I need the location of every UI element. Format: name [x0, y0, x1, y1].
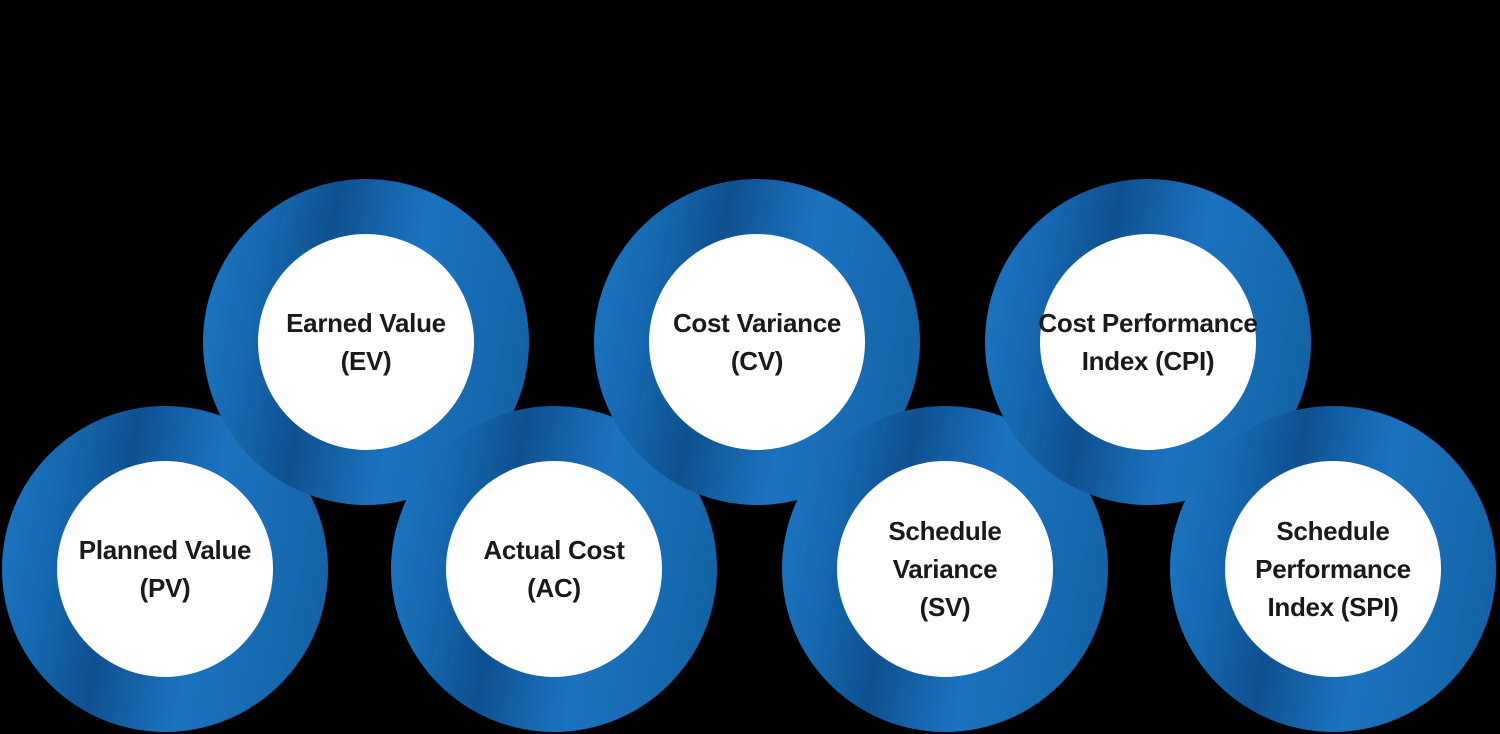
node-label-line: Earned Value	[286, 308, 446, 338]
ring-schedule-performance-index: Schedule Performance Index (SPI)	[1170, 406, 1496, 732]
schedule-variance-circle: Schedule Variance (SV)	[837, 461, 1053, 677]
node-label-line: (SV)	[919, 592, 971, 622]
node-label-line: Cost Performance	[1038, 308, 1258, 338]
ring-schedule-variance: Schedule Variance (SV)	[782, 406, 1108, 732]
node-label-line: Performance	[1255, 554, 1411, 584]
planned-value-circle: Planned Value (PV)	[57, 461, 273, 677]
actual-cost-circle: Actual Cost (AC)	[446, 461, 662, 677]
node-label-line: Index (CPI)	[1081, 346, 1215, 376]
node-label-line: Variance	[892, 554, 998, 584]
ring-cost-performance-index: Cost Performance Index (CPI)	[985, 179, 1311, 505]
node-label-line: Index (SPI)	[1267, 592, 1399, 622]
node-label-line: (CV)	[730, 346, 784, 376]
node-label-line: Schedule	[888, 516, 1002, 546]
cost-performance-index-circle: Cost Performance Index (CPI)	[1038, 234, 1258, 450]
node-label-line: Schedule	[1276, 516, 1390, 546]
node-label-line: Actual Cost	[483, 535, 625, 565]
node-label-line: (EV)	[340, 346, 392, 376]
schedule-performance-index-circle: Schedule Performance Index (SPI)	[1225, 461, 1441, 677]
node-label-line: (PV)	[139, 573, 191, 603]
earned-value-circle: Earned Value (EV)	[258, 234, 474, 450]
node-label-line: (AC)	[527, 573, 581, 603]
node-label-line: Cost Variance	[672, 308, 842, 338]
cost-variance-circle: Cost Variance (CV)	[649, 234, 865, 450]
node-label-line: Planned Value	[78, 535, 252, 565]
